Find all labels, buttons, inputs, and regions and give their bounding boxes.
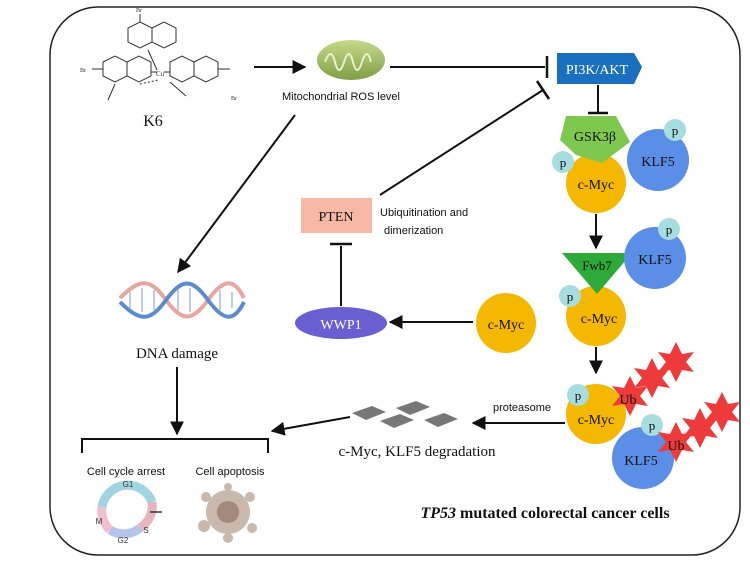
inhibit-pten-pi3k-bar xyxy=(535,80,551,100)
klf5-label-2: KLF5 xyxy=(638,253,671,268)
pi3k-akt-box xyxy=(557,53,642,84)
pi3k-akt-label: PI3K/AKT xyxy=(566,63,629,78)
phospho-klf5-2-label: p xyxy=(666,222,673,237)
k6-metal-label: Cu xyxy=(156,70,165,78)
inhibit-pten-pi3k xyxy=(379,89,544,196)
cell-boundary xyxy=(49,6,741,556)
klf5-circle-1 xyxy=(627,129,689,191)
cmyc-label-mid: c-Myc xyxy=(488,318,525,333)
k6-br-top: Br xyxy=(136,8,142,14)
phospho-cmyc-1 xyxy=(552,151,574,173)
ub-chain-1 xyxy=(612,342,694,416)
cell-apoptosis-label: Cell apoptosis xyxy=(195,466,265,478)
ub-chain-2 xyxy=(658,392,740,462)
wwp1-node xyxy=(295,307,387,339)
gsk3b-label: GSK3β xyxy=(574,130,616,145)
degradation-fragments-icon xyxy=(352,401,458,428)
cmyc-circle-2 xyxy=(566,286,626,346)
ub-label-2: Ub xyxy=(667,439,684,454)
dna-helix-icon xyxy=(118,281,246,319)
cycle-g2-label: G2 xyxy=(118,536,129,545)
klf5-circle-3 xyxy=(612,427,674,489)
pten-node xyxy=(301,198,372,233)
fwb7-label: Fwb7 xyxy=(582,258,612,273)
phospho-klf5-1 xyxy=(664,119,686,141)
ubiq-label-2: dimerization xyxy=(384,225,443,237)
pten-label: PTEN xyxy=(319,210,354,225)
cycle-s-label: S xyxy=(143,526,148,535)
mito-label: Mitochondrial ROS level xyxy=(282,91,400,103)
cell-cycle-icon xyxy=(97,480,157,539)
cmyc-label-3: c-Myc xyxy=(578,413,615,428)
klf5-circle-2 xyxy=(624,227,686,289)
mitochondrion-icon xyxy=(317,40,385,80)
phospho-cmyc-2-label: p xyxy=(567,289,574,304)
phospho-klf5-2 xyxy=(658,218,680,240)
degradation-label: c-Myc, KLF5 degradation xyxy=(338,444,496,460)
cmyc-circle-1 xyxy=(566,153,626,213)
k6-label: K6 xyxy=(143,113,163,130)
phospho-cmyc-3 xyxy=(567,384,589,406)
proteasome-label: proteasome xyxy=(493,402,551,414)
phospho-klf5-3-label: p xyxy=(649,418,656,433)
cmyc-label-2: c-Myc xyxy=(581,312,618,327)
phospho-cmyc-2 xyxy=(559,285,581,307)
wwp1-label: WWP1 xyxy=(320,318,361,333)
phospho-klf5-1-label: p xyxy=(672,123,679,138)
cmyc-circle-mid xyxy=(476,293,536,353)
klf5-label-1: KLF5 xyxy=(641,155,674,170)
phospho-klf5-3 xyxy=(641,414,663,436)
phospho-cmyc-1-label: p xyxy=(560,155,567,170)
context-title-rest: mutated colorectal cancer cells xyxy=(456,505,670,522)
fwb7-shape xyxy=(562,253,632,294)
gsk3b-shape xyxy=(560,116,630,163)
arrow-mito-to-dna xyxy=(177,114,296,274)
klf5-label-3: KLF5 xyxy=(624,454,657,469)
apoptotic-cell-icon xyxy=(198,483,257,543)
context-title: TP53 mutated colorectal cancer cells xyxy=(420,505,669,522)
cell-cycle-arrest-label: Cell cycle arrest xyxy=(87,466,165,478)
dna-label: DNA damage xyxy=(136,346,218,362)
ubiq-label-1: Ubiquitination and xyxy=(380,207,468,219)
k6-structure xyxy=(92,14,230,101)
cmyc-label-1: c-Myc xyxy=(578,178,615,193)
ub-label-1: Ub xyxy=(619,393,636,408)
arrow-degradation-to-outcomes xyxy=(270,416,351,436)
phospho-cmyc-3-label: p xyxy=(575,388,582,403)
outcomes-bracket xyxy=(81,438,269,453)
context-title-italic: TP53 xyxy=(420,505,456,522)
cycle-m-label: M xyxy=(96,517,103,526)
cycle-g1-label: G1 xyxy=(123,480,134,489)
k6-br-right: Br xyxy=(231,96,237,102)
k6-br-left: Br xyxy=(80,68,86,74)
